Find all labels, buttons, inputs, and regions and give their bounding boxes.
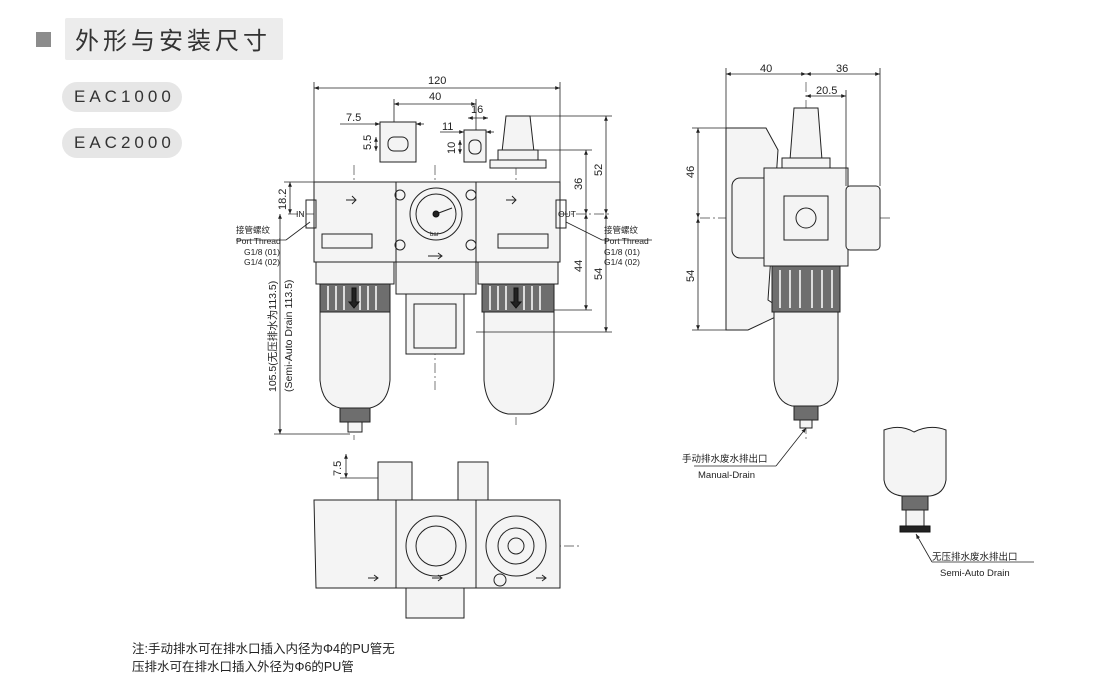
section-header: 外形与安装尺寸	[36, 18, 283, 60]
manual-drain	[339, 407, 371, 423]
dim-18-2: 18.2	[277, 189, 289, 210]
note-line-2: 压排水可在排水口插入外径为Φ6的PU管	[132, 660, 354, 674]
dim-5-5: 5.5	[362, 135, 374, 150]
installation-note: 注:手动排水可在排水口插入内径为Φ4的PU管无 压排水可在排水口插入外径为Φ6的…	[132, 640, 395, 676]
side-view: 40 36 20.5 46 54 手动排水废水排出口 Manual-Drain	[682, 63, 890, 481]
dim-40: 40	[429, 91, 441, 103]
top-view: 7.5	[313, 454, 580, 619]
dim-height: 105.5(无压排水为113.5)	[266, 281, 279, 392]
manual-drain-cn: 手动排水废水排出口	[682, 453, 768, 465]
thread-2-right: G1/4 (02)	[604, 257, 640, 267]
top-left-bracket	[377, 461, 413, 503]
dim-44: 44	[573, 260, 585, 272]
semi-auto-cn: 无压排水废水排出口	[932, 551, 1018, 563]
semi-auto-bowl	[883, 426, 947, 497]
regulator-body	[475, 181, 561, 263]
side-bowl	[773, 311, 839, 407]
side-dim-36: 36	[836, 63, 848, 75]
dim-52: 52	[593, 164, 605, 176]
dim-11: 11	[442, 121, 453, 133]
dim-16: 16	[471, 104, 483, 116]
side-dim-46: 46	[685, 166, 697, 178]
port-in-label: IN	[296, 209, 305, 219]
dim-10: 10	[446, 142, 458, 154]
thread-1-left: G1/8 (01)	[244, 247, 280, 257]
thread-1-right: G1/8 (01)	[604, 247, 640, 257]
filter-bowl	[319, 311, 391, 409]
top-bottom-block	[405, 587, 465, 619]
regulator-bowl	[483, 311, 555, 415]
regulator-knob	[501, 115, 535, 153]
side-dim-40: 40	[760, 63, 772, 75]
gauge-unit: bar	[430, 232, 439, 238]
header-square-icon	[36, 31, 51, 47]
front-view: bar 120 40 16	[236, 75, 652, 440]
port-thread-cn-left: 接管螺纹	[236, 225, 271, 235]
port-thread-cn-right: 接管螺纹	[604, 225, 639, 235]
model-label-eac2000: EAC2000	[62, 128, 182, 158]
side-knob	[789, 107, 823, 161]
left-bracket	[379, 121, 417, 163]
thread-2-left: G1/4 (02)	[244, 257, 280, 267]
dim-54-front: 54	[593, 268, 605, 280]
side-dim-20-5: 20.5	[816, 85, 837, 97]
dim-120: 120	[428, 75, 446, 87]
port-out-label: OUT	[558, 209, 576, 219]
dim-36: 36	[573, 178, 585, 190]
section-title: 外形与安装尺寸	[65, 18, 283, 60]
dim-height-en: (Semi-Auto Drain 113.5)	[283, 280, 295, 392]
semi-auto-en: Semi-Auto Drain	[940, 568, 1010, 579]
note-line-1: 注:手动排水可在排水口插入内径为Φ4的PU管无	[132, 642, 395, 656]
dim-7-5: 7.5	[346, 112, 361, 124]
manual-drain-en: Manual-Drain	[698, 470, 755, 481]
model-label-eac1000: EAC1000	[62, 82, 182, 112]
top-dim-7-5: 7.5	[332, 461, 344, 476]
filter-body	[313, 181, 397, 263]
top-right-bracket	[457, 461, 489, 503]
side-bowl-guard	[771, 265, 841, 313]
port-thread-en-right: Port Thread	[604, 236, 649, 246]
port-thread-en-left: Port Thread	[236, 236, 281, 246]
semi-auto-drain-detail: 无压排水废水排出口 Semi-Auto Drain	[883, 426, 1034, 579]
right-bracket	[463, 129, 487, 163]
side-dim-54: 54	[685, 270, 697, 282]
